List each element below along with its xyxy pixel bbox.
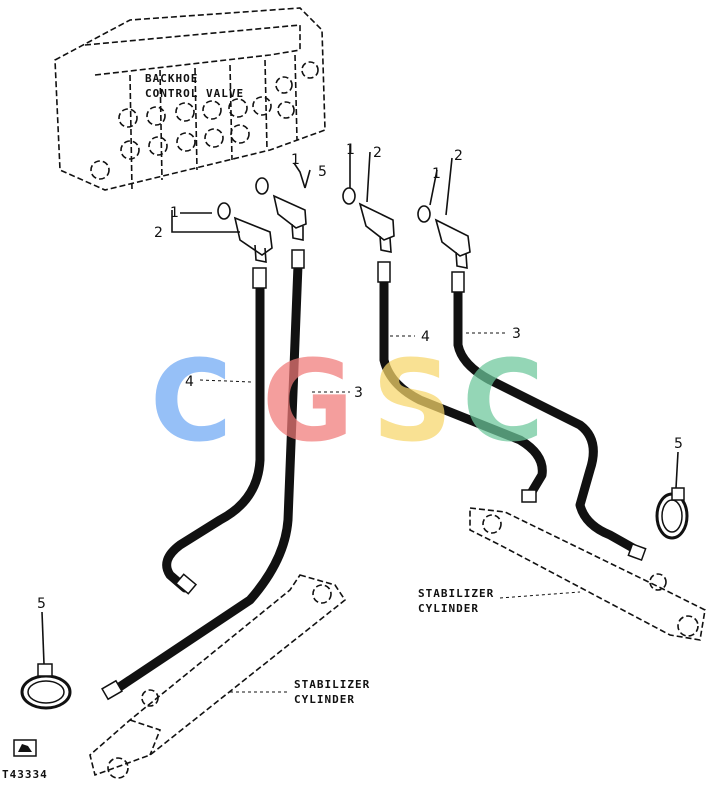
o-ring-3 <box>342 187 356 205</box>
stabilizer-label-left-line2: CYLINDER <box>294 693 355 706</box>
callout-1-far: 1 <box>432 166 441 182</box>
hose-4-left <box>162 280 265 593</box>
stabilizer-label-left-line1: STABILIZER <box>294 678 370 691</box>
hoses <box>101 249 647 701</box>
callout-4-right: 4 <box>421 329 430 345</box>
elbow-fitting-2 <box>272 194 307 241</box>
callout-1-mid: 1 <box>291 152 300 168</box>
hose-clamp-left <box>20 663 72 710</box>
callout-2-left: 2 <box>154 225 163 241</box>
hose-clamp-right <box>655 487 689 540</box>
callout-5-mid: 5 <box>318 164 327 180</box>
callout-2-far: 2 <box>454 148 463 164</box>
watermark-letter-s: S <box>372 337 453 467</box>
o-ring-4 <box>417 205 431 223</box>
cgsc-watermark: C G S C <box>150 337 544 467</box>
callout-3-left: 3 <box>354 385 363 401</box>
callout-1-left: 1 <box>170 205 179 221</box>
valve-label-line2: CONTROL VALVE <box>145 87 244 100</box>
fitting-group <box>217 177 471 269</box>
hose-3-right <box>453 285 645 557</box>
hose-4-right <box>379 275 547 500</box>
stabilizer-cylinder-right <box>469 507 706 641</box>
hose-3-left <box>110 260 303 695</box>
elbow-fitting-1 <box>233 216 273 263</box>
o-ring-1 <box>217 202 231 220</box>
callout-4-left: 4 <box>185 374 194 390</box>
callout-5-right-clamp: 5 <box>674 436 683 452</box>
o-ring-2 <box>255 177 269 195</box>
callout-3-right: 3 <box>512 326 521 342</box>
stabilizer-cylinder-left <box>89 574 347 779</box>
valve-label-line1: BACKHOE <box>145 72 198 85</box>
callout-1-right: 1 <box>346 142 355 158</box>
figure-id: T43334 <box>2 768 48 781</box>
stabilizer-label-right-line2: CYLINDER <box>418 602 479 615</box>
stabilizer-label-right-line1: STABILIZER <box>418 587 494 600</box>
deere-logo-icon <box>13 739 37 757</box>
backhoe-control-valve: BACKHOE CONTROL VALVE <box>54 7 326 191</box>
elbow-fitting-3 <box>358 202 395 253</box>
watermark-letter-g: G <box>262 337 354 467</box>
callout-5-left-clamp: 5 <box>37 596 46 612</box>
elbow-fitting-4 <box>434 218 471 269</box>
watermark-letter-c2: C <box>462 337 544 467</box>
callout-2-right: 2 <box>373 145 382 161</box>
watermark-letter-c1: C <box>150 337 232 467</box>
callout-leaders <box>41 145 679 693</box>
